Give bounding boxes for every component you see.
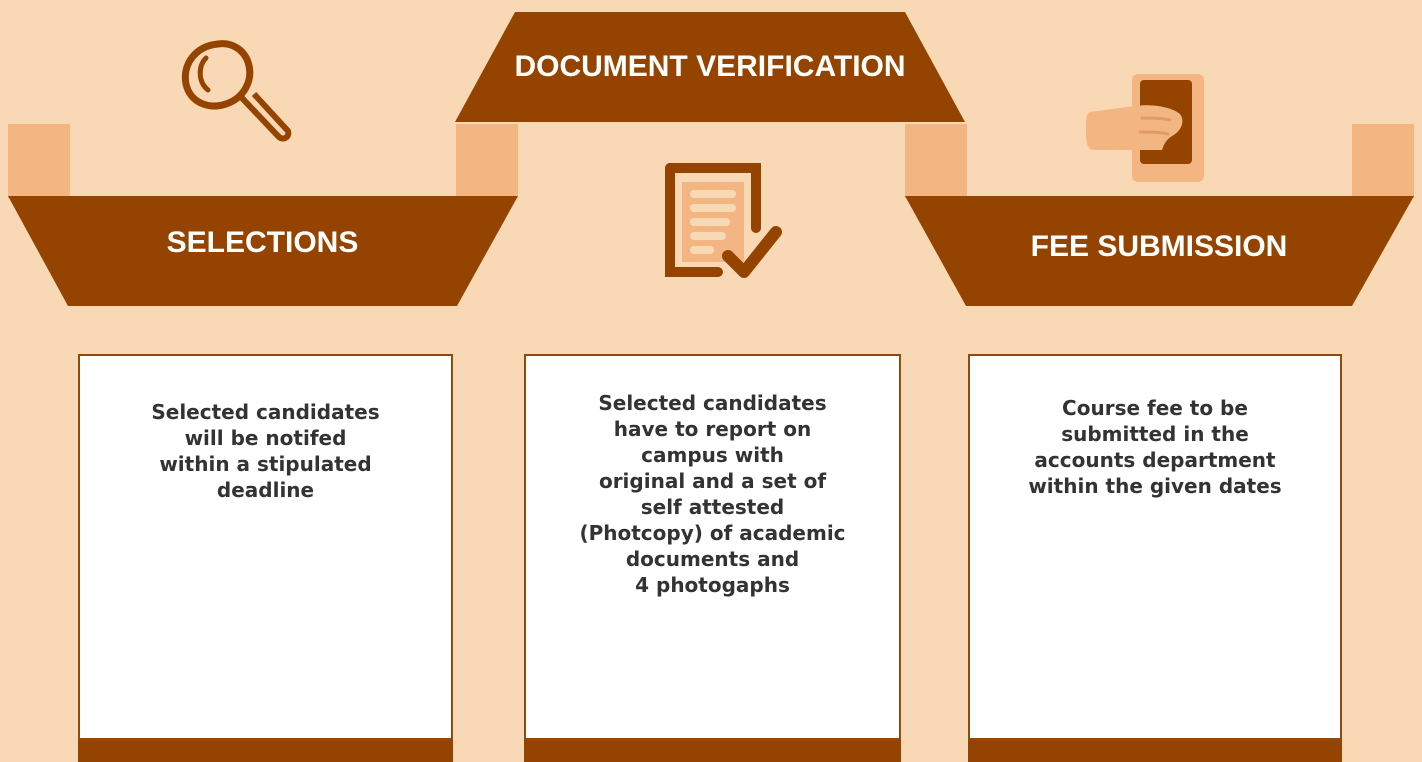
fee-submission-card-footer (968, 740, 1342, 762)
pillar-mid-left (456, 124, 518, 198)
document-verification-title: DOCUMENT VERIFICATION (514, 50, 906, 83)
pillar-right (1352, 124, 1414, 198)
banner-document-verification (455, 12, 965, 122)
pillar-left (8, 124, 70, 198)
selections-description: Selected candidates will be notifed with… (151, 400, 380, 502)
document-check-icon (665, 163, 782, 278)
banner-fee-submission (905, 196, 1414, 306)
selections-card: Selected candidates will be notifed with… (78, 354, 453, 740)
selections-title: SELECTIONS (166, 226, 359, 259)
hand-payment-icon (1086, 74, 1204, 182)
banner-selections (8, 196, 518, 306)
fee-submission-title: FEE SUBMISSION (1030, 230, 1288, 263)
pillar-mid-right (905, 124, 967, 198)
document-verification-card: Selected candidates have to report on ca… (524, 354, 901, 740)
selections-card-footer (78, 740, 453, 762)
document-verification-description: Selected candidates have to report on ca… (579, 391, 846, 597)
fee-submission-card: Course fee to be submitted in the accoun… (968, 354, 1342, 740)
magnifier-icon (181, 40, 292, 142)
document-verification-card-footer (524, 740, 901, 762)
fee-submission-description: Course fee to be submitted in the accoun… (1028, 396, 1282, 498)
